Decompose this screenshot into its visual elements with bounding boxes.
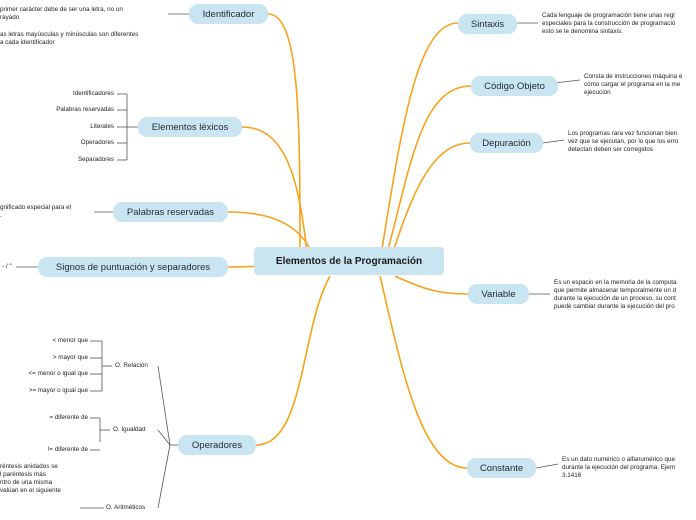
node-variable[interactable]: Variable <box>468 284 529 304</box>
node-codigo-objeto[interactable]: Código Objeto <box>471 76 558 96</box>
node-constante[interactable]: Constante <box>467 458 536 478</box>
note-line: Los programas rara vez funcionan bien <box>568 130 678 137</box>
leaf-literales[interactable]: Literales <box>90 123 114 130</box>
note-line: as letras mayúsculas y minúsculas son di… <box>0 31 139 38</box>
leaf-menor-que[interactable]: < menor que <box>52 337 88 344</box>
node-elementos-lexicos[interactable]: Elementos léxicos <box>138 117 242 137</box>
sintaxis-note: Cada lenguaje de programación tiene unas… <box>542 12 675 36</box>
variable-note: Es un espacio en la memoria de la comput… <box>554 279 677 311</box>
note-line: a cada identificador <box>0 39 55 46</box>
note-line: esto se le denomina sintaxis. <box>542 28 623 35</box>
node-depuracion[interactable]: Depuración <box>470 133 543 153</box>
depuracion-note: Los programas rara vez funcionan bien ve… <box>568 130 678 154</box>
note-line: Consta de instrucciones máquina e <box>584 73 683 80</box>
note-line: rayado <box>0 14 20 21</box>
note-line: gnificado especial para el <box>0 204 72 211</box>
note-line: durante la ejecución del programa. Ejem <box>562 464 676 471</box>
note-line: Es un espacio en la memoria de la comput… <box>554 279 677 286</box>
branch-sintaxis <box>379 22 459 262</box>
signos-note: - / " <box>2 263 12 270</box>
leaf-operadores[interactable]: Operadores <box>80 139 114 146</box>
codigo-objeto-note: Consta de instrucciones máquina e cómo c… <box>584 73 682 97</box>
leaf-o-igualdad[interactable]: O. Igualdad <box>113 426 146 433</box>
note-line: Es un dato numérico o alfanumérico que <box>562 456 676 463</box>
note-line: vez que se ejecutan, por lo que los erro <box>568 138 679 145</box>
node-operadores[interactable]: Operadores <box>178 435 256 455</box>
note-line: puede cambiar durante la ejecución del p… <box>554 303 675 310</box>
leaf-separadores[interactable]: Separadores <box>77 156 114 163</box>
central-topic[interactable]: Elementos de la Programación <box>254 247 444 275</box>
identificador-note-2: as letras mayúsculas y minúsculas son di… <box>0 31 138 47</box>
branch-variable <box>394 275 469 295</box>
note-line: ejecución <box>584 89 611 96</box>
note-line: que permite almacenar temporalmente un d <box>554 287 677 294</box>
branch-operadores <box>255 275 331 446</box>
note-line: . <box>0 212 2 219</box>
leaf-igual[interactable]: = diferente de <box>49 414 88 421</box>
note-line: cómo cargar el programa en la me <box>584 81 681 88</box>
note-line: durante la ejecución de un proceso, su c… <box>554 295 676 302</box>
node-identificador[interactable]: Identificador <box>189 4 268 24</box>
note-line: 3.1416 <box>562 472 582 479</box>
note-line: primer carácter debe de ser una letra, n… <box>0 6 123 13</box>
note-line: valúan en el siguiente <box>0 487 61 494</box>
leaf-diferente[interactable]: != diferente de <box>47 446 88 453</box>
leaf-menor-igual[interactable]: <= menor o igual que <box>28 370 88 377</box>
note-line: especiales para la construcción de progr… <box>542 20 676 27</box>
leaf-identificadores[interactable]: Identificadores <box>73 90 114 97</box>
branch-identificador <box>267 13 301 262</box>
node-palabras-reservadas[interactable]: Palabras reservadas <box>113 202 228 222</box>
node-signos-puntuacion[interactable]: Signos de puntuación y separadores <box>38 257 228 277</box>
leaf-mayor-igual[interactable]: >= mayor o igual que <box>28 387 88 394</box>
node-sintaxis[interactable]: Sintaxis <box>458 14 517 34</box>
leaf-o-relacion[interactable]: O. Relación <box>115 362 148 369</box>
branch-depuracion <box>389 142 471 262</box>
identificador-note: primer carácter debe de ser una letra, n… <box>0 6 123 22</box>
note-line: detectan deben ser corregidos <box>568 146 654 153</box>
aritmeticos-note: réntesis anidados se l paréntesis más nt… <box>0 463 61 495</box>
branch-codigo-objeto <box>384 85 472 262</box>
leaf-palabras-reservadas[interactable]: Palabras reservadas <box>56 106 114 113</box>
constante-note: Es un dato numérico o alfanumérico que d… <box>562 456 675 480</box>
branch-elementos-lexicos <box>241 126 309 262</box>
note-line: Cada lenguaje de programación tiene unas… <box>542 12 675 19</box>
note-line: l paréntesis más <box>0 471 46 478</box>
note-line: ntro de una misma <box>0 479 53 486</box>
note-line: réntesis anidados se <box>0 463 58 470</box>
leaf-o-aritmeticos[interactable]: O. Aritméticos <box>106 504 146 511</box>
palabras-reservadas-note: gnificado especial para el . <box>0 204 71 220</box>
branch-constante <box>379 275 468 469</box>
leaf-mayor-que[interactable]: > mayor que <box>52 354 88 361</box>
